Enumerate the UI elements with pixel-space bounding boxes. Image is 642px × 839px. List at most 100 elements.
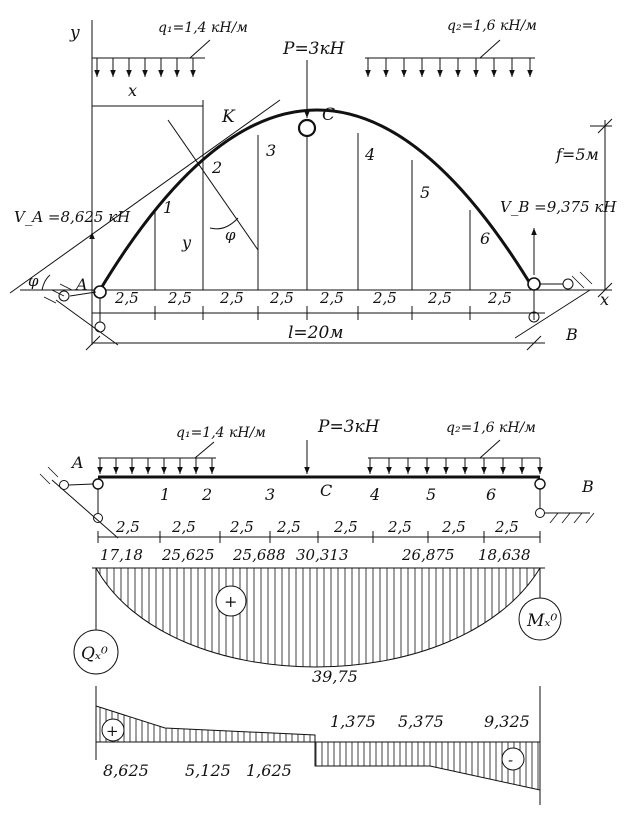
support-a-label: A bbox=[74, 275, 88, 294]
beam-support-a-hatch bbox=[39, 466, 59, 485]
shear-outline bbox=[95, 705, 541, 791]
moment-value-2: 25,625 bbox=[161, 546, 215, 564]
section-lines bbox=[154, 133, 471, 290]
section-5: 5 bbox=[420, 183, 430, 202]
normal-line bbox=[167, 119, 259, 251]
section-4: 4 bbox=[364, 145, 375, 164]
shear-value-negative-3: 9,325 bbox=[484, 712, 530, 731]
shear-value-negative-2: 5,375 bbox=[398, 712, 444, 731]
shear-value-negative-1: 1,375 bbox=[330, 712, 376, 731]
force-p-label: P=3кН bbox=[282, 39, 346, 59]
support-a-ground bbox=[55, 299, 119, 346]
moment-sign-circle bbox=[215, 585, 247, 617]
section-2: 2 bbox=[211, 158, 222, 177]
tangent-line bbox=[9, 99, 281, 294]
beam-support-a-pin-bottom bbox=[93, 513, 103, 523]
moment-label-circle bbox=[518, 597, 562, 641]
moment-sign: + bbox=[224, 592, 237, 611]
shear-label: Qₓ⁰ bbox=[81, 644, 108, 664]
beam-section-5: 5 bbox=[426, 485, 436, 504]
y-axis-label: y bbox=[69, 23, 80, 43]
beam-support-a-rod-h bbox=[68, 483, 94, 486]
beam-support-a-label: A bbox=[70, 453, 84, 472]
beam-q2-leader bbox=[479, 439, 501, 459]
reaction-a-label: V_A =8,625 кН bbox=[14, 208, 131, 226]
beam-q1-arrows bbox=[97, 458, 215, 474]
beam-support-a-pin bbox=[92, 478, 104, 490]
beam-segment-length-2: 2,5 bbox=[171, 518, 196, 536]
segment-length-7: 2,5 bbox=[427, 289, 452, 307]
moment-value-5: 26,875 bbox=[401, 546, 455, 564]
angle-phi-base: φ bbox=[28, 272, 39, 290]
shear-negative-sign: - bbox=[508, 751, 513, 769]
support-b-hatch bbox=[571, 271, 593, 289]
moment-value-4: 30,313 bbox=[296, 546, 349, 564]
moment-max-value: 39,75 bbox=[312, 667, 358, 686]
span-label: l=20м bbox=[288, 323, 343, 343]
beam-segment-length-4: 2,5 bbox=[276, 518, 301, 536]
support-a-rod-h bbox=[69, 291, 97, 297]
q1-arrows bbox=[94, 58, 196, 77]
section-3: 3 bbox=[266, 141, 276, 160]
shear-value-positive-2: 5,125 bbox=[185, 761, 231, 780]
x-axis-label: x bbox=[600, 290, 609, 309]
beam-segment-length-3: 2,5 bbox=[229, 518, 254, 536]
support-a-pin-bottom bbox=[94, 321, 106, 333]
beam-section-3: 3 bbox=[265, 485, 275, 504]
beam-support-b-label: B bbox=[581, 477, 594, 496]
hinge-c-label: C bbox=[322, 105, 335, 125]
q2-label: q₂=1,6 кН/м bbox=[447, 18, 537, 34]
beam-section-6: 6 bbox=[486, 485, 496, 504]
rise-label: f=5м bbox=[555, 145, 599, 164]
rise-dim-tick-bottom bbox=[597, 282, 613, 298]
arch-curve bbox=[98, 108, 536, 291]
segment-length-6: 2,5 bbox=[372, 289, 397, 307]
beam-support-a-ground bbox=[51, 479, 119, 539]
beam-segment-length-6: 2,5 bbox=[387, 518, 412, 536]
span-tick-left bbox=[85, 335, 101, 351]
moment-diagram: 17,18 25,625 25,688 30,313 26,875 18,638… bbox=[73, 546, 562, 686]
beam-support-b-pin bbox=[534, 478, 546, 490]
span-tick-right bbox=[526, 335, 542, 351]
shear-label-circle bbox=[73, 629, 119, 675]
shear-positive-circle bbox=[101, 718, 125, 742]
shear-hatching bbox=[99, 707, 539, 790]
beam-support-a-pin-left bbox=[59, 480, 69, 490]
moment-value-1: 17,18 bbox=[100, 546, 143, 564]
section-6: 6 bbox=[480, 229, 490, 248]
beam-q2-arrows bbox=[367, 458, 543, 474]
shear-value-positive-3: 1,625 bbox=[246, 761, 292, 780]
beam-segment-length-8: 2,5 bbox=[494, 518, 519, 536]
support-a-hatch bbox=[43, 283, 73, 304]
support-b-pin-right bbox=[562, 278, 574, 290]
support-b-pin bbox=[527, 277, 541, 291]
q2-arrows bbox=[365, 58, 533, 77]
beam-scheme: q₁=1,4 кН/м q₂=1,6 кН/м P=3кН 1 2 3 C 4 … bbox=[39, 417, 595, 543]
y-dim-label: y bbox=[181, 233, 192, 252]
support-b-ground bbox=[514, 289, 591, 339]
moment-hatching bbox=[99, 568, 535, 667]
angle-phi-base-arc bbox=[41, 274, 51, 291]
shear-diagram: + - 8,625 5,125 1,625 1,375 5,375 9,325 bbox=[95, 686, 541, 805]
shear-negative-circle bbox=[501, 747, 525, 771]
angle-phi-arc bbox=[209, 217, 239, 230]
reaction-b-label: V_B =9,375 кН bbox=[500, 198, 617, 216]
q1-label: q₁=1,4 кН/м bbox=[158, 20, 248, 36]
segment-length-1: 2,5 bbox=[114, 289, 139, 307]
angle-phi-label: φ bbox=[225, 226, 236, 244]
moment-label: Mₓ⁰ bbox=[526, 611, 557, 631]
beam-segment-length-7: 2,5 bbox=[441, 518, 466, 536]
beam-segment-length-5: 2,5 bbox=[333, 518, 358, 536]
beam-q1-label: q₁=1,4 кН/м bbox=[176, 425, 266, 441]
segment-length-8: 2,5 bbox=[487, 289, 512, 307]
segment-length-3: 2,5 bbox=[219, 289, 244, 307]
moment-value-6: 18,638 bbox=[478, 546, 531, 564]
q2-leader bbox=[479, 39, 501, 59]
shear-positive-sign: + bbox=[106, 722, 119, 740]
hinge-c bbox=[297, 118, 317, 138]
shear-value-positive-1: 8,625 bbox=[103, 761, 149, 780]
segment-ticks bbox=[99, 306, 535, 320]
segment-length-4: 2,5 bbox=[269, 289, 294, 307]
beam-force-p-label: P=3кН bbox=[317, 417, 381, 437]
